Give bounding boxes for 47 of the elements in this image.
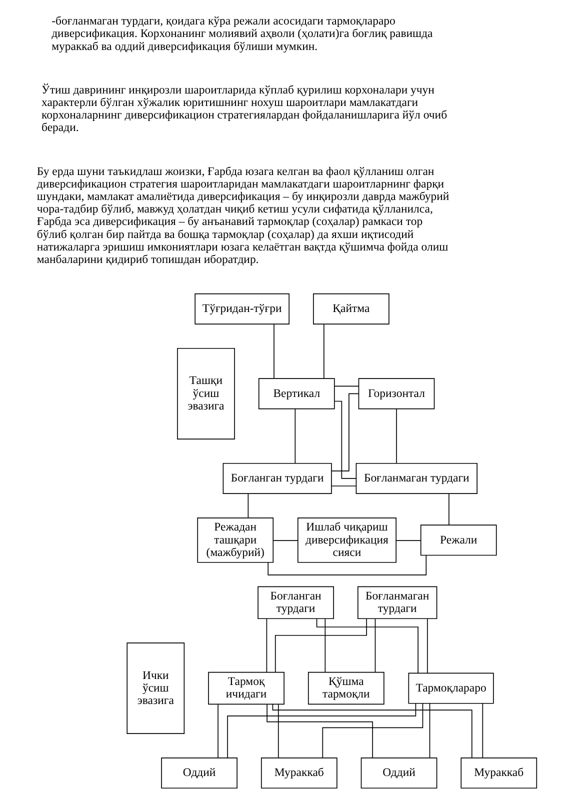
label: Бу ерда шуни таъкидлаш жоизки, Ғарбда юзага келган ва фаол қўлланиш олган диверсификацион стратегия шароитларидан мамлакатдаги шароитларнинг фарқи шундаки, мамлакат амалиётида диверсификация – бу инқирозли даврда мажбурий чора-тадбир бўлиб, мавжуд ҳолатдан чиқиб кетиш усули сифатида қўлланилса, Ғарбда эса диверсификация – бу анъанавий тармоқлар (соҳалар) рамкаси тор бўлиб қолган бир пайтда ва бошқа тармоқлар (соҳалар) да яхши иқтисодий натижаларга эришиш имкониятлари юзага келаётган вақтда қўшимча фойда олиш манбаларини қидириб топишдан иборатдир. (36, 164, 449, 266)
connector (448, 493, 449, 526)
connector (273, 324, 274, 379)
connector (334, 386, 358, 387)
node-box: Мураккаб (260, 758, 337, 789)
connector (266, 704, 372, 758)
connector (272, 704, 472, 758)
connector (324, 618, 326, 673)
node-box: Боғланган турдаги (222, 462, 332, 494)
node-box: Тўғридан-тўғри (194, 293, 289, 324)
node-box: Қайтма (312, 293, 389, 324)
node-box: Оддий (160, 758, 237, 789)
node-box: Боғланмаган турдаги (356, 586, 437, 620)
connector (374, 618, 376, 673)
node-box: Режали (420, 524, 496, 556)
connector (334, 400, 356, 479)
connector (217, 704, 218, 758)
connector (277, 704, 278, 758)
connector (272, 540, 298, 541)
node-box: Режадан ташқари (мажбурий) (196, 517, 274, 563)
node-box: Вертикал (258, 378, 334, 410)
node-box: Ишлаб чиқариш диверсификация сияси (296, 517, 396, 563)
connector (274, 618, 366, 673)
node-box: Оддий (360, 758, 437, 789)
connector (322, 702, 423, 758)
connector (316, 618, 418, 674)
connector (226, 702, 416, 758)
connector (266, 618, 267, 673)
node-box: Тармоқ ичидаги (208, 672, 284, 705)
node-box: Боғланмаган турдаги (355, 462, 477, 494)
node-box: Ташқи ўсиш эвазига (176, 348, 234, 440)
node-box: Горизонтал (358, 378, 434, 410)
connector (247, 493, 248, 518)
node-box: Ички ўсиш эвазига (126, 642, 184, 734)
connector (426, 618, 428, 674)
node-box: Қўшма тармоқли (307, 672, 384, 705)
node-box: Тармоқлараро (408, 672, 494, 704)
connector (294, 408, 296, 464)
connector (330, 393, 358, 472)
connector (323, 324, 324, 379)
label: -боғланмаган турдаги, қоидага кўра режали асосидаги тармоқлараро диверсификация. Корхонанинг молиявий аҳволи (ҳолати)га боғлиқ равишда мураккаб ва оддий диверсификация бўлиши мумкин. (51, 14, 432, 53)
connector (482, 703, 483, 758)
label: Ўтиш даврининг инқирозли шароитларида кўплаб қурилиш корхоналари учун характерли бўлган хўжалик юритишнинг нохуш шароитлари мамлакатдаги корхоналарнинг диверсификацион стратегиялардан фойдаланишларига йўл очиб беради. (41, 83, 447, 134)
node-box: Мураккаб (460, 758, 537, 789)
connector (428, 703, 430, 758)
node-box: Боғланган турдаги (257, 586, 334, 620)
connector (395, 540, 421, 541)
